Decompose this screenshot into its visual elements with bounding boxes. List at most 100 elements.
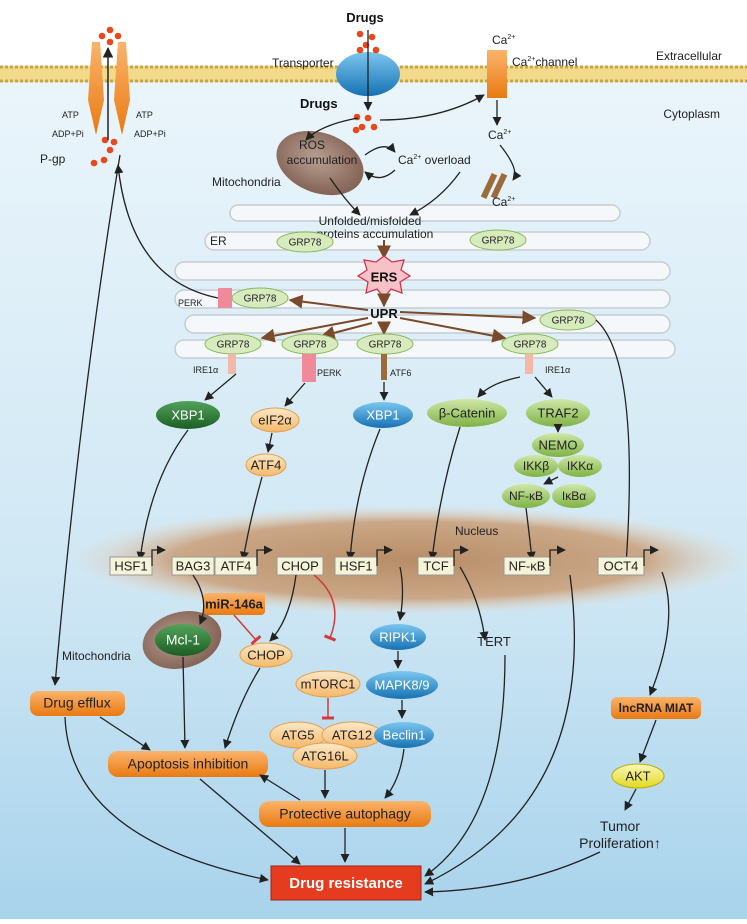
svg-text:ATG16L: ATG16L xyxy=(301,748,348,763)
svg-text:Mcl-1: Mcl-1 xyxy=(166,632,200,648)
node-atg16l: ATG16L xyxy=(292,742,358,770)
perk-top-label: PERK xyxy=(178,298,203,308)
node-lncrna-miat: lncRNA MIAT xyxy=(611,697,701,719)
ire1a-left-label: IRE1α xyxy=(193,365,218,375)
mito-top-label: Mitochondria xyxy=(212,175,281,189)
svg-text:GRP78: GRP78 xyxy=(244,294,277,305)
perk-sensor xyxy=(302,354,316,382)
atp-right: ATP xyxy=(136,110,153,120)
node-chop: CHOP xyxy=(239,642,293,668)
node-mapk: MAPK8/9 xyxy=(366,671,438,699)
gene-chop: CHOP xyxy=(276,556,324,576)
ca-channel xyxy=(487,50,507,98)
ca-inside-label: Ca2+ xyxy=(488,128,511,142)
svg-text:GRP78: GRP78 xyxy=(482,236,515,247)
node-atg12: ATG12 xyxy=(321,721,383,749)
svg-text:ATG5: ATG5 xyxy=(282,727,315,742)
gene-nfkb: NF-κB xyxy=(503,556,551,576)
grp78-ire1a-right: GRP78 xyxy=(501,333,559,355)
node-nemo: NEMO xyxy=(532,433,584,457)
svg-text:XBP1: XBP1 xyxy=(366,407,399,422)
node-ikka: IKKα xyxy=(558,455,602,477)
unfolded-label-2: proteins accumulation xyxy=(317,227,434,241)
svg-text:GRP78: GRP78 xyxy=(369,340,402,351)
gene-atf4: ATF4 xyxy=(214,556,258,576)
er-label: ER xyxy=(210,234,227,248)
svg-text:GRP78: GRP78 xyxy=(514,340,547,351)
svg-text:Drug efflux: Drug efflux xyxy=(43,695,110,711)
node-xbp1-green: XBP1 xyxy=(156,401,220,429)
perk-label: PERK xyxy=(317,368,342,378)
ca-channel-label: Ca2+channel xyxy=(512,55,577,69)
svg-text:GRP78: GRP78 xyxy=(552,316,585,327)
node-atg5: ATG5 xyxy=(269,721,327,749)
node-traf2: TRAF2 xyxy=(526,399,590,427)
drug-dots-top xyxy=(352,30,380,134)
outcome-protective-autophagy: Protective autophagy xyxy=(259,801,431,827)
ros-accumulation-label: accumulation xyxy=(287,153,358,167)
mitochondria-top xyxy=(276,130,364,196)
grp78-er-1: GRP78 xyxy=(276,231,334,253)
arrow-grp78-oct4 xyxy=(595,319,632,566)
perk-top-sensor xyxy=(218,288,232,308)
cytoplasm-label: Cytoplasm xyxy=(663,107,720,121)
adp-left: ADP+Pi xyxy=(52,129,84,139)
node-mtorc1: mTORC1 xyxy=(295,670,361,698)
svg-text:Apoptosis inhibition: Apoptosis inhibition xyxy=(128,756,249,772)
svg-text:XBP1: XBP1 xyxy=(171,407,204,422)
grp78-perk: GRP78 xyxy=(281,333,339,355)
svg-text:Protective autophagy: Protective autophagy xyxy=(279,806,411,822)
svg-text:IKKα: IKKα xyxy=(567,459,593,473)
svg-text:GRP78: GRP78 xyxy=(217,340,250,351)
svg-text:NF-κB: NF-κB xyxy=(509,489,543,503)
svg-text:NEMO: NEMO xyxy=(539,437,578,452)
svg-text:β-Catenin: β-Catenin xyxy=(439,405,496,420)
svg-text:CHOP: CHOP xyxy=(281,558,319,573)
svg-text:miR-146a: miR-146a xyxy=(205,596,264,611)
adp-right: ADP+Pi xyxy=(134,129,166,139)
svg-text:GRP78: GRP78 xyxy=(289,238,322,249)
node-xbp1-blue: XBP1 xyxy=(353,402,413,428)
gene-hsf1-left: HSF1 xyxy=(109,556,153,576)
svg-text:NF-κB: NF-κB xyxy=(509,558,546,573)
node-ripk1: RIPK1 xyxy=(370,624,426,650)
gene-hsf1-right: HSF1 xyxy=(334,556,378,576)
ros-label: ROS xyxy=(299,138,325,152)
grp78-ire1a-left: GRP78 xyxy=(204,333,262,355)
nucleus-label: Nucleus xyxy=(455,524,498,538)
node-beclin1: Beclin1 xyxy=(374,722,434,748)
upr-label: UPR xyxy=(370,306,398,321)
svg-text:Drug resistance: Drug resistance xyxy=(289,875,402,892)
er-ca-channel xyxy=(480,172,508,200)
svg-text:GRP78: GRP78 xyxy=(294,340,327,351)
svg-text:MAPK8/9: MAPK8/9 xyxy=(375,677,430,692)
atp-left: ATP xyxy=(62,110,79,120)
node-nfkb-cyto: NF-κB xyxy=(502,484,550,508)
unfolded-label-1: Unfolded/misfolded xyxy=(319,214,422,228)
grp78-perk-top: GRP78 xyxy=(231,287,289,309)
arrow-perk-pgp xyxy=(114,164,219,299)
ca-overload-label: Ca2+ overload xyxy=(398,153,471,167)
ca-top-label: Ca2+ xyxy=(492,33,515,47)
ca-er-label: Ca2+ xyxy=(492,195,515,209)
atf6-label: ATF6 xyxy=(390,368,411,378)
grp78-atf6: GRP78 xyxy=(356,333,414,355)
upr-arrows xyxy=(260,294,537,343)
grp78-group: GRP78 GRP78 GRP78 GRP78 GRP78 GRP78 GRP7… xyxy=(204,229,597,355)
atf6-sensor xyxy=(381,354,387,380)
svg-text:mTORC1: mTORC1 xyxy=(301,676,356,691)
transporter-label: Transporter xyxy=(272,56,334,70)
node-mcl1: Mcl-1 xyxy=(155,624,211,656)
svg-text:Beclin1: Beclin1 xyxy=(383,727,426,742)
node-ikba: IκBα xyxy=(552,484,596,508)
gene-tcf: TCF xyxy=(417,556,455,576)
svg-text:HSF1: HSF1 xyxy=(114,558,147,573)
extracellular-label: Extracellular xyxy=(656,49,722,63)
outcome-drug-efflux: Drug efflux xyxy=(30,691,125,716)
drug-dots-pgp xyxy=(90,26,122,167)
gene-bag3: BAG3 xyxy=(171,556,215,576)
svg-text:TRAF2: TRAF2 xyxy=(537,405,578,420)
svg-text:AKT: AKT xyxy=(625,768,650,783)
